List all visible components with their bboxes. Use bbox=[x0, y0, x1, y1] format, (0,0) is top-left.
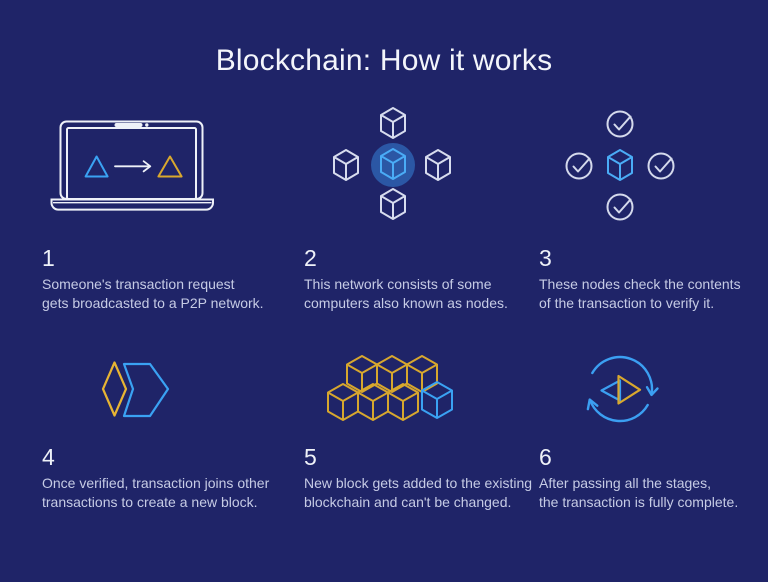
gold-block-cubes bbox=[326, 355, 438, 421]
step-description-line: gets broadcasted to a P2P network. bbox=[42, 295, 264, 311]
laptop-screen-outer bbox=[59, 120, 203, 200]
step-number: 2 bbox=[304, 245, 317, 271]
step-3: 3 These nodes check the contents of the … bbox=[539, 90, 768, 313]
laptop-screen-inner bbox=[65, 127, 197, 200]
step-2: 2 This network consists of some computer… bbox=[304, 90, 539, 313]
laptop-camera-dot bbox=[144, 123, 148, 127]
center-node-cube bbox=[379, 148, 406, 180]
step-description: After passing all the stages, the transa… bbox=[539, 474, 768, 512]
blockchain-blocks-icon bbox=[326, 355, 453, 421]
p2p-network-nodes-icon bbox=[332, 107, 451, 220]
transaction-joins-block-icon bbox=[101, 361, 170, 418]
step-5-icon-cell bbox=[304, 341, 481, 441]
step-description-line: This network consists of some bbox=[304, 276, 492, 292]
step-description-line: blockchain and can't be changed. bbox=[304, 494, 512, 510]
step-description: New block gets added to the existing blo… bbox=[304, 474, 539, 512]
verification-checks-icon bbox=[565, 110, 675, 221]
laptop-broadcast-icon bbox=[50, 120, 214, 211]
step-description: Someone's transaction request gets broad… bbox=[42, 275, 304, 313]
step-description-line: These nodes check the contents bbox=[539, 276, 741, 292]
steps-row-2: 4 Once verified, transaction joins other… bbox=[0, 341, 768, 512]
step-description-line: the transaction is fully complete. bbox=[539, 494, 739, 510]
step-3-icon-cell bbox=[539, 90, 701, 242]
step-number: 6 bbox=[539, 444, 552, 470]
laptop-camera-bar bbox=[114, 123, 142, 127]
cycle-arrows bbox=[586, 355, 659, 423]
cycle-complete-icon bbox=[586, 355, 659, 423]
laptop-base bbox=[50, 198, 214, 211]
gold-right-triangle bbox=[617, 374, 642, 405]
outer-node-cubes bbox=[332, 107, 451, 220]
step-1: 1 Someone's transaction request gets bro… bbox=[42, 90, 304, 313]
new-blue-block-cube bbox=[420, 381, 453, 419]
step-5: 5 New block gets added to the existing b… bbox=[304, 341, 539, 512]
step-1-icon-cell bbox=[42, 90, 222, 242]
transaction-diamond bbox=[101, 361, 128, 417]
step-description-line: computers also known as nodes. bbox=[304, 295, 508, 311]
step-description-line: New block gets added to the existing bbox=[304, 475, 533, 491]
step-4-icon-cell bbox=[42, 341, 222, 441]
blue-triangle bbox=[84, 155, 109, 178]
step-description-line: Someone's transaction request bbox=[42, 276, 235, 292]
gold-triangle bbox=[156, 155, 183, 178]
step-number: 4 bbox=[42, 444, 55, 470]
check-circles bbox=[565, 110, 675, 221]
right-arrow bbox=[113, 160, 151, 173]
step-2-icon-cell bbox=[304, 90, 481, 242]
step-4: 4 Once verified, transaction joins other… bbox=[42, 341, 304, 512]
step-description: This network consists of some computers … bbox=[304, 275, 539, 313]
step-description-line: After passing all the stages, bbox=[539, 475, 711, 491]
step-description-line: Once verified, transaction joins other bbox=[42, 475, 270, 491]
step-number: 1 bbox=[42, 245, 55, 271]
step-description: Once verified, transaction joins other t… bbox=[42, 474, 304, 512]
step-description: These nodes check the contents of the tr… bbox=[539, 275, 768, 313]
center-cube bbox=[607, 149, 633, 181]
open-block-cube bbox=[122, 362, 170, 418]
steps-row-1: 1 Someone's transaction request gets bro… bbox=[0, 90, 768, 313]
page-title: Blockchain: How it works bbox=[215, 44, 553, 77]
blue-left-triangle bbox=[600, 379, 622, 402]
step-number: 5 bbox=[304, 444, 317, 470]
step-description-line: of the transaction to verify it. bbox=[539, 295, 715, 311]
step-number: 3 bbox=[539, 245, 552, 271]
step-description-line: transactions to create a new block. bbox=[42, 494, 258, 510]
step-6: 6 After passing all the stages, the tran… bbox=[539, 341, 768, 512]
step-6-icon-cell bbox=[539, 341, 701, 441]
